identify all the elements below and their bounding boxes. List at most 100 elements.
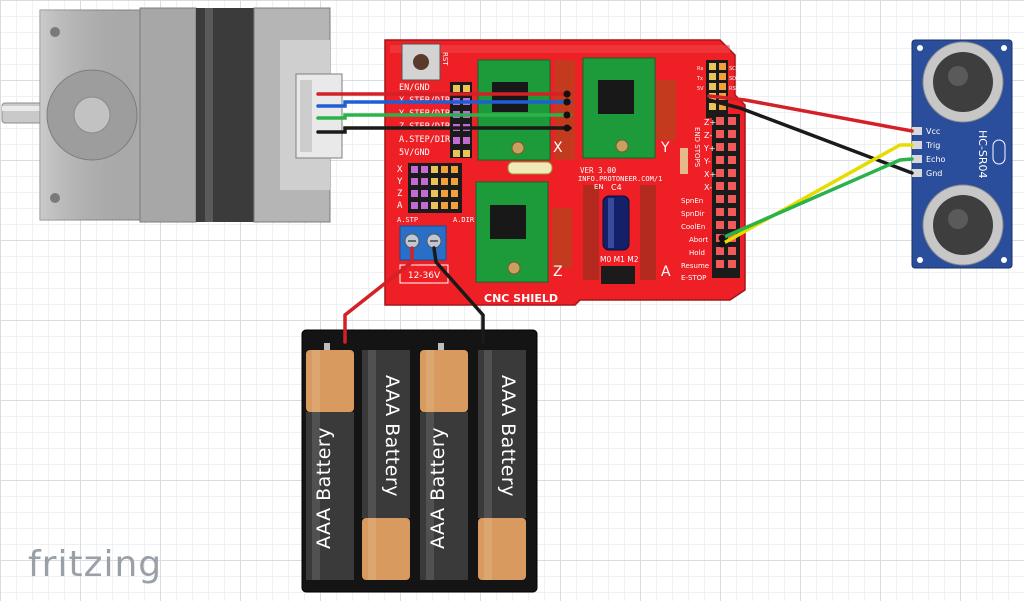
- pin: [451, 202, 458, 209]
- version-line-2: INFO.PROTONEER.COM/1: [578, 175, 662, 183]
- battery-pack: AAA Battery AAA Battery AAA Battery AAA …: [301, 329, 538, 593]
- pin: [709, 63, 716, 70]
- pin: [431, 166, 438, 173]
- battery-cell: [306, 343, 354, 580]
- pin: [441, 178, 448, 185]
- pin: [453, 85, 460, 92]
- side-jumper-block: [408, 163, 462, 213]
- pin: [716, 117, 724, 125]
- wire-end: [563, 90, 571, 98]
- pin: [431, 178, 438, 185]
- wire-end: [718, 234, 726, 242]
- wire-motor-blue: [316, 100, 572, 108]
- i2c-serial-header: [706, 60, 728, 118]
- pin: [451, 190, 458, 197]
- pin: [411, 166, 418, 173]
- wire-motor-green: [316, 113, 572, 120]
- microstep-label: M0 M1 M2: [600, 255, 639, 264]
- sensor-pin-trig: Trig: [925, 141, 940, 150]
- pin: [728, 195, 736, 203]
- pin: [453, 150, 460, 157]
- pin: [719, 103, 726, 110]
- board-edge-highlight: [390, 45, 730, 53]
- a-dir-label: A.DIR: [453, 216, 475, 224]
- control-estop: E-STOP: [681, 274, 706, 282]
- wire-end: [563, 124, 571, 132]
- crystal-outline: [992, 139, 1006, 165]
- driver-pot: [615, 139, 629, 153]
- power-label: 12-36V: [408, 271, 441, 281]
- reset-button-cap: [413, 54, 429, 70]
- side-pin-y: Y: [397, 177, 403, 187]
- pin: [716, 208, 724, 216]
- endstop-x-minus: X-: [704, 183, 712, 192]
- capacitor-body: [602, 195, 630, 251]
- control-spndir: SpnDir: [681, 210, 705, 218]
- pin: [716, 247, 724, 255]
- battery-label-2: AAA Battery: [381, 375, 403, 497]
- pin: [451, 166, 458, 173]
- battery-cap: [478, 518, 526, 580]
- mount-hole: [50, 27, 60, 37]
- side-pin-x: X: [397, 165, 403, 175]
- pin-label-5v-gnd: 5V/GND: [399, 148, 430, 158]
- pin: [441, 202, 448, 209]
- battery-wrap: [478, 350, 526, 518]
- header-pin-5v: 5V: [697, 86, 704, 92]
- pin: [719, 73, 726, 80]
- wires: [316, 90, 914, 344]
- control-resume: Resume: [681, 262, 709, 270]
- sensor-model: HC-SR04: [976, 130, 989, 179]
- pin: [716, 169, 724, 177]
- header-pin-rst: RST: [729, 86, 740, 92]
- pin: [716, 130, 724, 138]
- reset-label: RST: [441, 52, 449, 66]
- sensor-pin-vcc: Vcc: [926, 127, 940, 136]
- en-label: EN: [594, 183, 604, 191]
- sensor-pins: [912, 127, 922, 177]
- capacitor: [602, 195, 630, 251]
- capacitor-stripe: [608, 198, 614, 248]
- pin-label-en-gnd: EN/GND: [399, 83, 430, 93]
- shield-title: CNC SHIELD: [484, 292, 558, 305]
- battery-cap: [420, 350, 468, 412]
- resistor: [680, 148, 688, 174]
- pin: [453, 137, 460, 144]
- wire-motor-black: [316, 126, 572, 134]
- pin: [728, 169, 736, 177]
- pin: [421, 202, 428, 209]
- pin: [728, 156, 736, 164]
- pin: [716, 221, 724, 229]
- driver-pot: [507, 261, 521, 275]
- wire-sensor-vcc: [707, 94, 914, 133]
- pin: [716, 260, 724, 268]
- battery-cell: [362, 350, 410, 580]
- sensor-mount-hole: [917, 257, 923, 263]
- side-pin-z: Z: [397, 189, 403, 199]
- pin: [719, 83, 726, 90]
- stepper-driver-y: [582, 57, 676, 159]
- pin-label-a-step: A.STEP/DIR: [399, 135, 451, 145]
- axis-label-z: Z: [553, 264, 563, 280]
- side-pin-a: A: [397, 201, 403, 211]
- sensor-mount-hole: [1001, 257, 1007, 263]
- endstop-x-plus: X+: [704, 170, 716, 179]
- header-pin-sda: SDA: [729, 76, 740, 82]
- transducer-highlight: [948, 66, 968, 86]
- a-step-label: A.STP: [397, 216, 418, 224]
- transducer-highlight: [948, 209, 968, 229]
- pin: [728, 260, 736, 268]
- hc-sr04-sensor: HC-SR04 Vcc Trig Echo Gnd: [911, 39, 1013, 269]
- pin: [411, 178, 418, 185]
- wire-end: [718, 240, 726, 248]
- stepper-driver-x: [477, 59, 575, 161]
- pin: [411, 202, 418, 209]
- pin: [463, 150, 470, 157]
- pin: [728, 117, 736, 125]
- pin: [421, 190, 428, 197]
- battery-terminal: [438, 343, 444, 351]
- capacitor-label: C4: [611, 183, 622, 192]
- sensor-mount-hole: [1001, 45, 1007, 51]
- pin: [411, 190, 418, 197]
